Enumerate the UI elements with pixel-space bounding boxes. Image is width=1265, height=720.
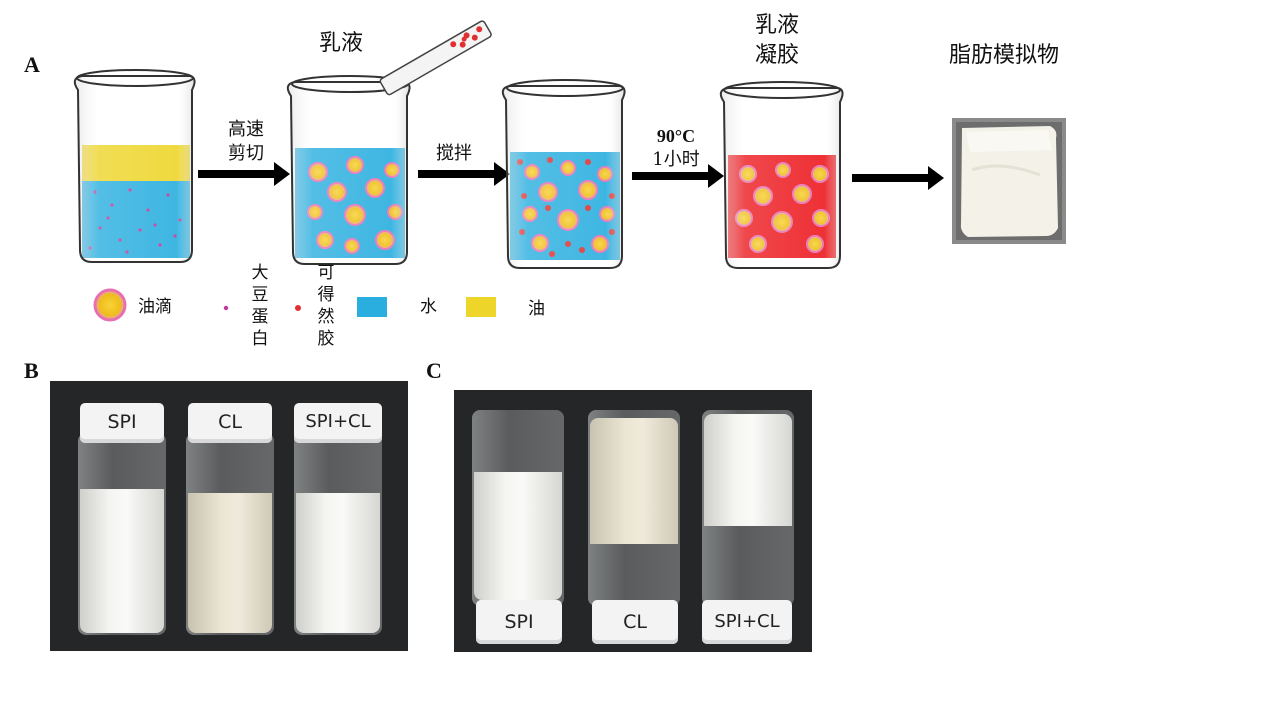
panel-label-a: A [24,52,40,77]
vial-c-spi-content [474,472,562,600]
fat-mimic-title: 脂肪模拟物 [948,43,1059,68]
vial-c-cl-content [590,418,678,544]
cap-c-cl: CL [592,600,678,644]
cap-b-spi: SPI [80,403,164,443]
fat-mimic-photo [952,118,1066,244]
process-schematic [73,20,1066,322]
legend-oil-label: 油 [528,299,545,319]
legend-droplet-icon [93,288,127,322]
step-heat-2: 1小时 [652,149,700,170]
arrow-shear [198,162,290,186]
legend-water-swatch [357,297,387,317]
emulsion-title: 乳液 [318,31,363,56]
step-shear-1: 高速 [228,119,264,140]
panel-label-c: C [426,358,442,383]
emulsion-gel-title-2: 凝胶 [754,43,799,68]
beaker-3 [501,79,626,269]
beaker-2 [286,20,492,265]
vial-c-spicl-content [704,414,792,526]
legend-protein-char: 大 [251,263,269,283]
cap-c-spicl: SPI+CL [702,600,792,644]
legend-curdlan-char: 然 [317,307,335,327]
vial-b-cl-content [188,493,272,633]
emulsion-gel-title-1: 乳液 [754,13,799,38]
cap-c-spi: SPI [476,600,562,644]
beaker-1 [73,69,196,263]
legend-curdlan-label: 可 得 然 胶 [316,262,336,350]
legend-protein-char: 豆 [251,285,269,305]
arrow-stir [418,162,510,186]
legend-oil-swatch [466,297,496,317]
legend-protein-char: 白 [251,329,269,349]
legend-curdlan-icon [295,305,301,311]
photo-c: SPI CL SPI+CL [454,390,812,652]
legend-protein-char: 蛋 [251,307,269,327]
step-heat-1: 90°C [656,126,696,146]
legend-droplet-label: 油滴 [138,297,172,317]
step-stir: 搅拌 [436,143,472,164]
beaker-4 [719,81,844,269]
legend-curdlan-char: 可 [317,263,335,283]
cap-b-spicl: SPI+CL [294,403,382,443]
dropper-tube [379,20,492,96]
panel-label-b: B [24,358,39,383]
legend-symbols [93,288,496,322]
arrow-final [852,166,944,190]
legend-protein-icon [223,305,229,311]
vial-b-spi-content [80,489,164,633]
photo-b: SPI CL SPI+CL [50,381,408,651]
cap-b-cl: CL [188,403,272,443]
legend-curdlan-char: 胶 [317,329,335,349]
step-shear-2: 剪切 [228,143,264,164]
legend-curdlan-char: 得 [317,285,335,305]
legend-protein-label: 大 豆 蛋 白 [250,262,270,350]
arrow-heat [632,164,724,188]
legend-water-label: 水 [420,297,437,317]
vial-b-spicl-content [296,493,380,633]
